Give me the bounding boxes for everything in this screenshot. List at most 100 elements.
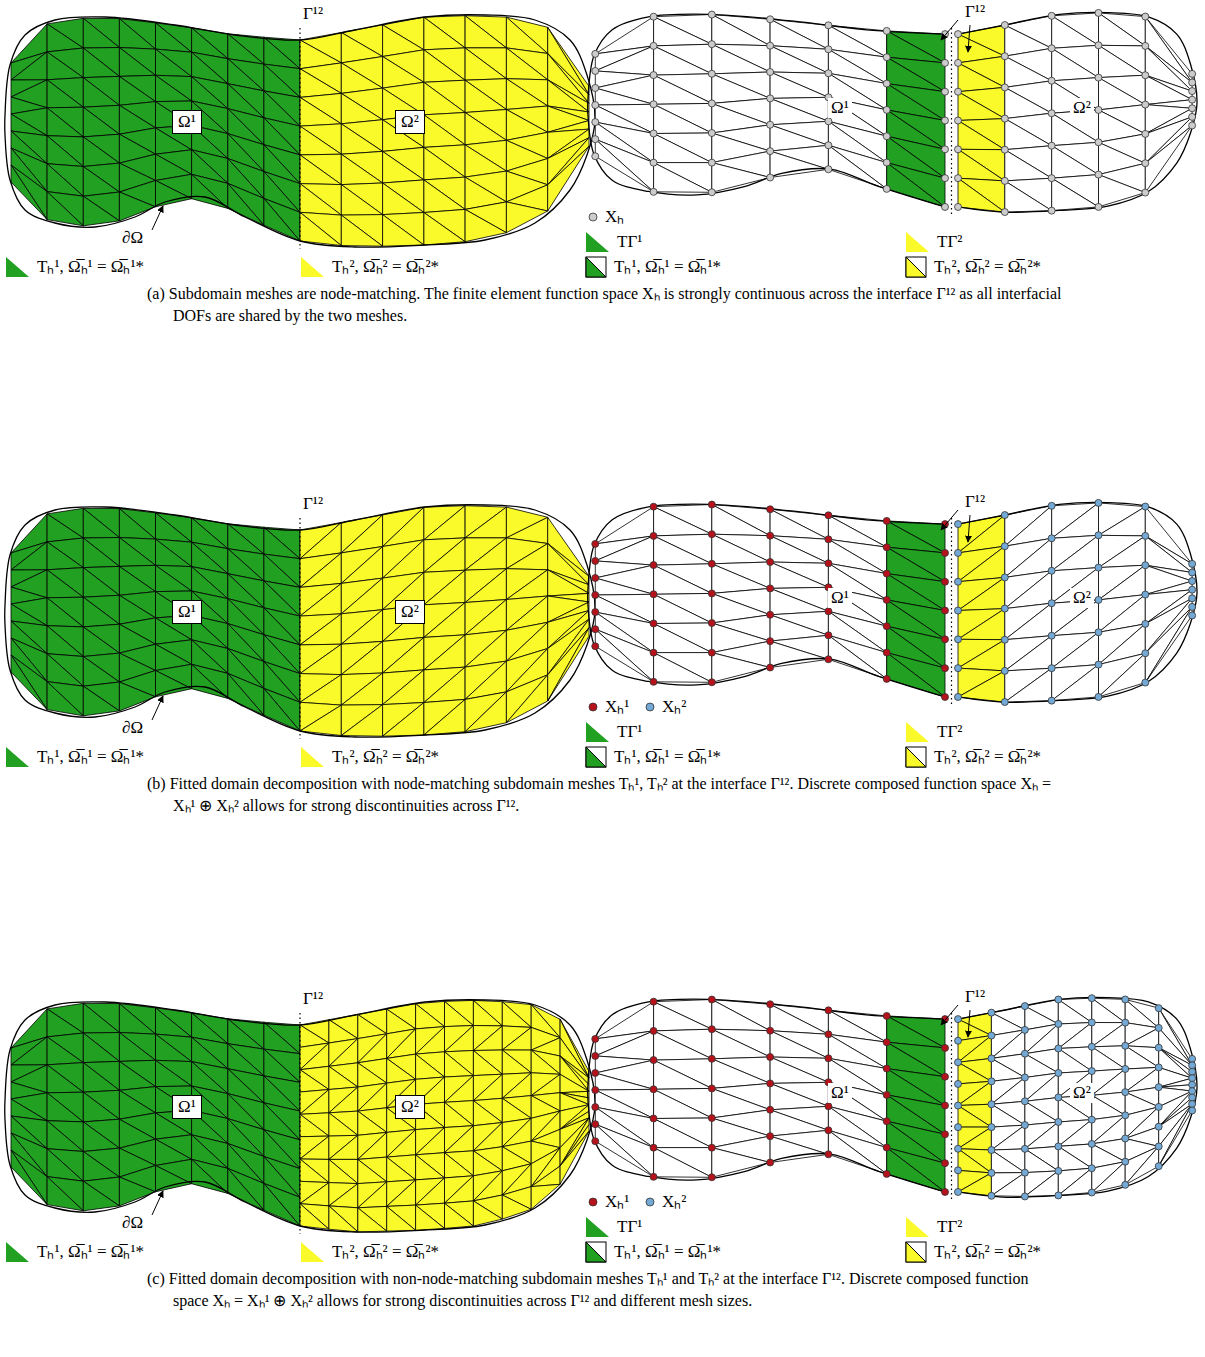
mesh-node-dot	[1155, 1024, 1162, 1031]
mesh-node-dot	[708, 159, 715, 166]
mesh-node-dot	[1048, 142, 1055, 149]
subdomain-2-element	[502, 1050, 531, 1074]
subdomain-2-element	[958, 119, 1005, 150]
subdomain-1-element	[595, 46, 653, 75]
subdomain-2-element	[473, 1123, 502, 1151]
mesh-node-dot	[1001, 636, 1008, 643]
mesh-node-dot	[1142, 189, 1149, 196]
subdomain-2-element	[531, 1073, 560, 1096]
interface-line	[299, 518, 300, 739]
legend-item: Xₕ²	[645, 1192, 686, 1212]
subdomain-1-element	[595, 629, 653, 682]
subfigure-caption: (c) Fitted domain decomposition with non…	[147, 1268, 1062, 1312]
mesh-node-dot	[708, 1144, 715, 1151]
subdomain-2-element	[341, 610, 382, 645]
subdomain-1-element	[119, 1061, 155, 1090]
element-sample	[586, 257, 606, 277]
subdomain-name: Ω¹	[828, 98, 852, 118]
subdomain-2-element	[1052, 632, 1099, 668]
legend-item: Tₕ¹, Ω̅ₕ¹ = Ω̅ₕ¹*	[5, 746, 144, 768]
legend-text: TΓ²	[937, 722, 962, 742]
subdomain-2-element	[329, 1039, 358, 1067]
subdomain-1-element	[83, 686, 119, 716]
subdomain-2-element	[465, 569, 506, 603]
subdomain-1-element	[83, 508, 119, 538]
subdomain-2-element	[341, 610, 382, 645]
legend-text: Tₕ², Ω̅ₕ² = Ω̅ₕ²*	[332, 747, 439, 767]
subdomain-1-element	[770, 536, 828, 564]
legend-item: Xₕ¹	[588, 1192, 629, 1212]
subdomain-2-element	[548, 628, 589, 701]
mesh-node-dot	[988, 1101, 995, 1108]
subdomain-name: Ω¹	[178, 1097, 196, 1116]
subdomain-1-element	[47, 1121, 83, 1152]
mesh-node-dot	[592, 540, 599, 547]
subdomain-2-element	[416, 1205, 445, 1230]
subdomain-2-element	[560, 1074, 589, 1092]
mesh-node-dot	[1088, 1019, 1095, 1026]
mesh-node-dot	[942, 549, 949, 556]
legend-text: Tₕ², Ω̅ₕ² = Ω̅ₕ²*	[934, 747, 1041, 767]
subdomain-1-element	[264, 1022, 300, 1053]
subdomain-2-element	[958, 1127, 991, 1150]
subdomain-2-element	[300, 523, 341, 559]
subdomain-2-element	[465, 16, 506, 48]
subdomain-2-element	[506, 544, 547, 570]
mesh-node-dot	[1142, 130, 1149, 137]
subdomain-2-element	[958, 1081, 991, 1105]
mesh-node-dot	[1095, 693, 1102, 700]
subdomain-2-element	[424, 635, 465, 670]
subdomain-2-element	[1099, 13, 1146, 46]
subdomain-1-element	[83, 657, 119, 687]
element-sample	[586, 1242, 606, 1262]
subdomain-2-element	[300, 705, 341, 735]
subdomain-2-element	[358, 1206, 387, 1231]
subdomain-1-element	[228, 1168, 264, 1210]
interface-name: Γ¹²	[303, 989, 323, 1009]
mesh-node-dot	[825, 1127, 832, 1134]
legend-swatch	[585, 746, 607, 768]
subdomain-1-element	[654, 104, 712, 133]
subdomain-2-element	[341, 215, 382, 246]
mesh-node-dot	[767, 1106, 774, 1113]
mesh-node-dot	[650, 1086, 657, 1093]
subdomain-2-element	[341, 547, 382, 584]
mesh-node-dot	[1021, 1074, 1028, 1081]
mesh-node-dot	[1189, 560, 1196, 567]
subdomain-2-element	[1099, 565, 1146, 600]
subdomain-2-element	[1099, 503, 1146, 535]
subdomain-2-element	[473, 1000, 502, 1026]
subdomain-1-element	[11, 165, 47, 220]
subdomain-2-element	[1092, 1069, 1125, 1095]
subdomain-2-element	[531, 1050, 560, 1074]
mesh-node-dot	[1055, 1045, 1062, 1052]
subdomain-2-element	[424, 635, 465, 670]
mesh-node-dot	[1021, 1026, 1028, 1033]
subdomain-2-element	[1025, 1171, 1058, 1197]
subdomain-1-element	[83, 18, 119, 47]
mesh-node-dot	[942, 203, 949, 210]
mesh-node-dot	[1001, 209, 1008, 216]
subdomain-1-element	[192, 664, 228, 698]
subdomain-1-element	[770, 1031, 828, 1059]
subdomain-2-element	[341, 641, 382, 674]
mesh-node-dot	[955, 636, 962, 643]
mesh-node-dot	[1055, 996, 1062, 1003]
mesh-node-dot	[592, 1052, 599, 1059]
subdomain-2-element	[548, 570, 589, 596]
subfigure-caption: (b) Fitted domain decomposition with nod…	[147, 773, 1062, 817]
subdomain-1-element	[654, 1118, 712, 1148]
subdomain-1-element	[595, 565, 653, 594]
subdomain-2-element	[465, 692, 506, 732]
element-sample	[906, 1242, 926, 1262]
mesh-node-dot	[1048, 535, 1055, 542]
subdomain-1-element	[770, 1057, 828, 1083]
subdomain-2-element	[358, 1034, 387, 1063]
mesh-node-dot	[1048, 77, 1055, 84]
subdomain-2-element	[1058, 1120, 1092, 1147]
subdomain-1-element	[156, 1034, 192, 1062]
subdomain-2-element	[1092, 1047, 1125, 1071]
subdomain-label-box: Ω¹	[172, 1095, 202, 1119]
subdomain-2-element	[424, 82, 465, 115]
element-sample	[301, 1242, 324, 1262]
